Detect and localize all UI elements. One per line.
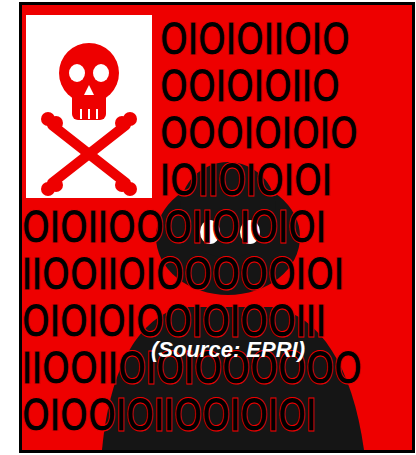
binary-row: OOIOIOIIO bbox=[160, 62, 340, 109]
binary-row: OOOIOIOIO bbox=[160, 109, 358, 156]
binary-row: OIOIIOOOIIOIOIOI bbox=[22, 203, 326, 250]
binary-row: OIOOIOIIOOIOIOI bbox=[22, 391, 316, 438]
binary-row: OIOIOIIOIO bbox=[160, 15, 350, 62]
binary-row: IOIIOIOIOI bbox=[160, 156, 332, 203]
red-panel: OIOIOIIOIOOOIOIOIIOOOOIOIOIOIOIIOIOIOIOI… bbox=[22, 5, 412, 450]
skull-crossbones-icon bbox=[26, 15, 152, 198]
binary-row: OIOIOIOOIOIOOIII bbox=[22, 297, 326, 344]
source-note: (Source: EPRI) bbox=[151, 337, 305, 363]
binary-row: IIOOIIOIOOOOOIOI bbox=[22, 250, 344, 297]
